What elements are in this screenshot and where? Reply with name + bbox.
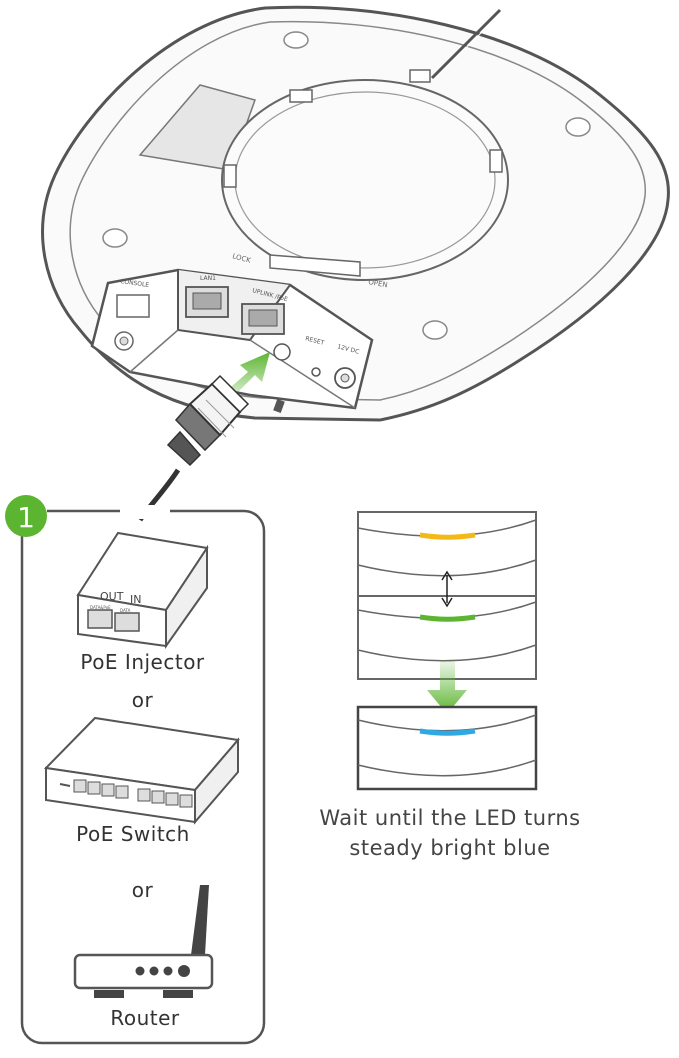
ground-screw — [273, 343, 291, 361]
poe-injector-label: PoE Injector — [80, 650, 205, 674]
switch-port — [101, 783, 115, 797]
router-light — [163, 966, 173, 976]
injector-dataport-label: DATA&PoE — [90, 605, 111, 610]
or-separator-1: or — [131, 688, 154, 712]
insert-arrow — [222, 352, 270, 400]
step-number: 1 — [17, 501, 35, 534]
poe-switch-label: PoE Switch — [76, 822, 190, 846]
led-down-arrow — [427, 660, 467, 714]
device-inner-rim — [69, 20, 646, 401]
led-amber — [419, 532, 476, 540]
ring-tab — [489, 149, 503, 173]
or-separator-2: or — [131, 878, 154, 902]
led-blink-panel — [357, 511, 537, 680]
reset-button — [311, 367, 321, 377]
port-panel: CONSOLE LAN1 UPLINK /PoE RESET 12V DC — [90, 268, 374, 414]
screw-hole — [283, 31, 309, 49]
ring-tab — [409, 69, 431, 83]
ring-latch — [269, 254, 361, 277]
ring-tab — [289, 89, 313, 103]
router-label: Router — [110, 1006, 180, 1030]
router-light — [149, 966, 159, 976]
poe-switch-icon — [43, 716, 240, 825]
lan1-label: LAN1 — [200, 275, 216, 282]
screw-hole — [102, 228, 128, 248]
reset-label: RESET — [304, 335, 325, 347]
screw-hole — [565, 117, 591, 137]
mount-ring — [221, 79, 509, 281]
access-point-device: LOCK OPEN CONSOLE LAN1 — [41, 5, 670, 422]
switch-port — [73, 779, 87, 793]
open-label: OPEN — [368, 278, 388, 289]
led-caption-line2: steady bright blue — [349, 836, 551, 860]
injector-in-label: IN — [130, 593, 141, 606]
switch-port — [179, 794, 193, 808]
switch-port — [151, 790, 165, 804]
ring-tab — [223, 164, 237, 188]
router-light — [135, 966, 145, 976]
led-caption-line1: Wait until the LED turns — [319, 806, 581, 830]
led-steady-panel — [356, 705, 538, 791]
console-label: CONSOLE — [120, 278, 150, 289]
led-blue — [419, 728, 476, 736]
injector-out-label: OUT — [100, 590, 124, 603]
screw-hole — [422, 320, 448, 340]
router-icon — [73, 885, 214, 998]
step-badge: 1 — [5, 495, 47, 537]
poe-injector-icon: OUT IN DATA&PoE DATA — [76, 531, 209, 650]
top-cable-highlight — [433, 11, 503, 81]
router-light — [178, 965, 190, 977]
switch-port — [115, 785, 129, 799]
switch-port — [87, 781, 101, 795]
led-green — [419, 614, 476, 622]
top-cable — [430, 8, 502, 80]
switch-port — [137, 788, 151, 802]
led-caption: Wait until the LED turns steady bright b… — [290, 803, 610, 863]
injector-data-label: DATA — [120, 608, 131, 613]
router-antenna — [191, 885, 209, 955]
injector-port-out — [87, 609, 113, 629]
switch-port — [165, 792, 179, 806]
ethernet-plug — [137, 374, 250, 522]
console-port — [116, 294, 150, 318]
lock-slot — [273, 398, 285, 414]
injector-port-in — [114, 612, 140, 632]
